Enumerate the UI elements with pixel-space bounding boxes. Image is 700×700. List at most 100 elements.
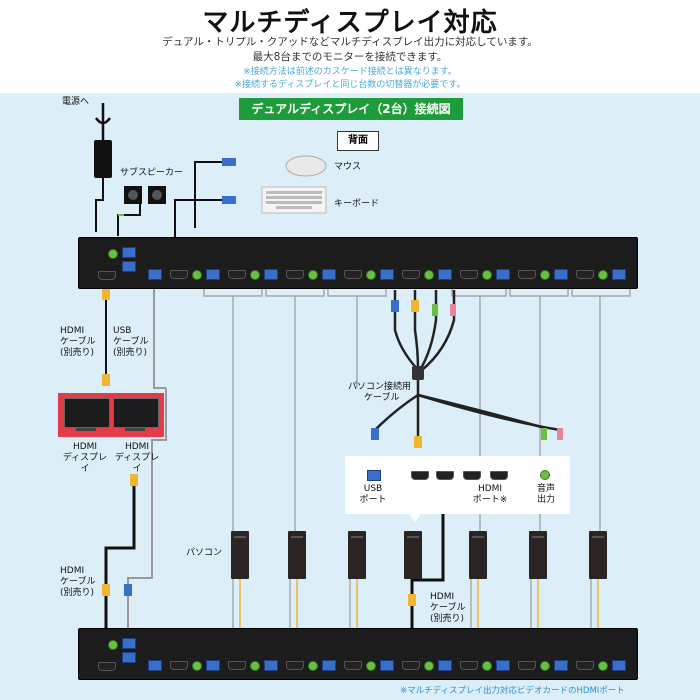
kvm-switch-top xyxy=(78,237,638,289)
hdmi-display-label-1: HDMI ディスプレイ xyxy=(62,442,108,474)
monitor-icon xyxy=(64,398,110,428)
audio-jack-icon xyxy=(540,470,550,480)
usb-port-icon xyxy=(380,269,394,280)
hdmi-port-icon xyxy=(463,471,481,480)
power-cable xyxy=(94,103,112,140)
usb-port-icon xyxy=(148,269,162,280)
hdmi-port-icon xyxy=(344,270,362,279)
usb-port-icon xyxy=(122,247,136,258)
back-label: 背面 xyxy=(337,131,379,151)
power-label: 電源へ xyxy=(62,97,90,107)
hdmi-port-icon xyxy=(576,270,594,279)
keyboard-cable xyxy=(136,199,228,239)
monitor-frame xyxy=(58,393,164,437)
mouse-cable xyxy=(194,161,228,228)
usb-port-icon xyxy=(438,660,452,671)
audio-jack-icon xyxy=(192,270,202,280)
usb-port-icon xyxy=(122,652,136,663)
hdmi-port-icon xyxy=(490,471,508,480)
pc-tower-icon xyxy=(404,531,422,579)
mouse-label: マウス xyxy=(334,162,362,172)
usb-port-icon xyxy=(438,269,452,280)
hdmi-port-icon xyxy=(228,661,246,670)
mouse-icon xyxy=(285,155,327,177)
hdmi-port-icon xyxy=(170,661,188,670)
usb-port-icon xyxy=(322,269,336,280)
hdmi-cable-label-2: HDMI ケーブル (別売り) xyxy=(60,566,96,598)
audio-jack-icon xyxy=(540,270,550,280)
pc-tower-icon xyxy=(288,531,306,579)
usb-port-icon xyxy=(496,269,510,280)
keyboard-label: キーボード xyxy=(334,199,380,209)
usb-port-icon xyxy=(612,660,626,671)
audio-jack-icon xyxy=(424,661,434,671)
audio-jack-icon xyxy=(250,661,260,671)
hdmi-port-icon xyxy=(402,270,420,279)
hdmi-port-icon xyxy=(286,270,304,279)
speaker-cable xyxy=(117,198,141,236)
audio-jack-icon xyxy=(308,661,318,671)
power-plug-icon xyxy=(94,140,112,178)
usb-cable-label: USB ケーブル (別売り) xyxy=(113,326,149,358)
audio-jack-icon xyxy=(540,661,550,671)
hdmi-port-icon xyxy=(436,471,454,480)
audio-jack-icon xyxy=(192,661,202,671)
hdmi-port-icon xyxy=(411,471,429,480)
usb-port-icon xyxy=(554,660,568,671)
audio-jack-icon xyxy=(108,640,118,650)
usb-port-icon xyxy=(264,660,278,671)
usb-port-icon xyxy=(322,660,336,671)
audio-jack-icon xyxy=(366,270,376,280)
pc-tower-icon xyxy=(348,531,366,579)
audio-jack-icon xyxy=(482,661,492,671)
usb-port-icon xyxy=(367,470,381,481)
usb-port-icon xyxy=(122,261,136,272)
page-title: マルチディスプレイ対応 xyxy=(202,8,498,38)
hdmi-port-icon xyxy=(98,662,116,671)
hdmi-cable-label-1: HDMI ケーブル (別売り) xyxy=(60,326,96,358)
hdmi-cable-bottom xyxy=(410,485,445,638)
audio-jack-icon xyxy=(598,661,608,671)
usb-port-icon xyxy=(554,269,568,280)
monitor-stand xyxy=(125,428,145,431)
usb-port-icon xyxy=(206,660,220,671)
hdmi-port-icon xyxy=(460,270,478,279)
pc-tower-icon xyxy=(589,531,607,579)
usb-port-icon xyxy=(148,660,162,671)
keyboard-icon xyxy=(261,186,327,214)
pc-tower-icon xyxy=(469,531,487,579)
usb-port-icon xyxy=(612,269,626,280)
pc-tower-icon xyxy=(529,531,547,579)
pc-tower-icon xyxy=(231,531,249,579)
hdmi-cable-mid xyxy=(104,482,136,638)
note-line-2: ※接続するディスプレイと同じ台数の切替器が必要です。 xyxy=(234,80,466,90)
audio-jack-icon xyxy=(308,270,318,280)
note-line-1: ※接続方法は前述のカスケード接続とは異なります。 xyxy=(243,67,457,77)
usb-port-icon xyxy=(380,660,394,671)
audio-jack-icon xyxy=(366,661,376,671)
footnote: ※マルチディスプレイ出力対応ビデオカードのHDMIポート xyxy=(400,686,625,696)
usb-cable-top xyxy=(153,288,166,389)
hdmi-port-icon xyxy=(518,661,536,670)
usb-port-label: USB ポート xyxy=(359,484,387,505)
pc-port-callout xyxy=(345,456,570,514)
usb-port-icon xyxy=(122,638,136,649)
audio-out-label: 音声 出力 xyxy=(536,484,555,505)
hdmi-port-icon xyxy=(170,270,188,279)
pc-cable-label: パソコン接続用 ケーブル xyxy=(348,382,412,403)
hdmi-port-label: HDMI ポート※ xyxy=(472,484,508,505)
monitor-icon xyxy=(113,398,159,428)
audio-jack-icon xyxy=(250,270,260,280)
pc-label: パソコン xyxy=(186,548,223,558)
audio-jack-icon xyxy=(482,270,492,280)
speaker-label: サブスピーカー xyxy=(120,168,184,178)
hdmi-port-icon xyxy=(98,271,116,280)
hdmi-port-icon xyxy=(460,661,478,670)
audio-jack-icon xyxy=(108,249,118,259)
hdmi-port-icon xyxy=(576,661,594,670)
hdmi-port-icon xyxy=(286,661,304,670)
diagram-title: デュアルディスプレイ（2台）接続図 xyxy=(239,98,463,120)
audio-jack-icon xyxy=(598,270,608,280)
usb-port-icon xyxy=(206,269,220,280)
